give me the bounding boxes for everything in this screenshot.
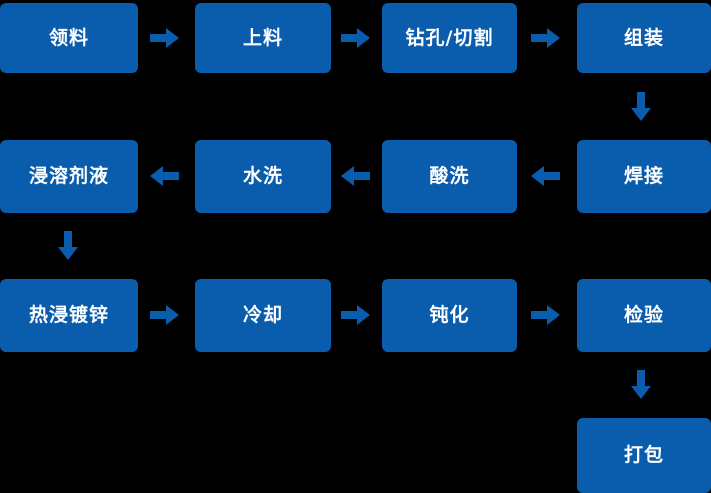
- flow-node-label: 冷却: [242, 304, 283, 326]
- flow-node-label: 酸洗: [429, 165, 470, 187]
- flow-node-lengque[interactable]: 冷却: [195, 279, 331, 352]
- flow-node-jinrongjiye[interactable]: 浸溶剂液: [0, 140, 138, 213]
- arrow-right-zuankong-to-zuzhuang: [531, 28, 560, 48]
- flow-node-shuixi[interactable]: 水洗: [195, 140, 331, 213]
- arrow-left-hanjie-to-suanxi: [531, 166, 560, 186]
- flow-node-hanjie[interactable]: 焊接: [577, 140, 711, 213]
- flow-node-rejin-duxin[interactable]: 热浸镀锌: [0, 279, 138, 352]
- flow-node-zuankong-qiege[interactable]: 钻孔/切割: [382, 3, 517, 73]
- flow-node-label: 检验: [623, 304, 664, 326]
- flow-node-suanxi[interactable]: 酸洗: [382, 140, 517, 213]
- flow-node-label: 打包: [623, 444, 664, 466]
- flow-node-zuzhuang[interactable]: 组装: [577, 3, 711, 73]
- flow-node-label: 组装: [623, 26, 664, 49]
- flow-node-label: 焊接: [623, 165, 664, 187]
- arrow-right-rejinduxin-to-lengque: [150, 305, 179, 325]
- flow-node-label: 领料: [48, 26, 89, 49]
- arrow-down-zuzhuang-to-hanjie: [631, 92, 651, 121]
- arrow-left-shuixi-to-jinrongjiye: [150, 166, 179, 186]
- arrow-right-dunhua-to-jianyan: [531, 305, 560, 325]
- flow-node-jianyan[interactable]: 检验: [577, 279, 711, 352]
- flow-node-label: 浸溶剂液: [28, 165, 109, 187]
- flow-node-label: 钻孔/切割: [405, 26, 494, 49]
- flow-node-shangliao[interactable]: 上料: [195, 3, 331, 73]
- arrow-down-jinrongjiye-to-rejindux: [58, 231, 78, 260]
- flow-node-label: 钝化: [429, 304, 470, 326]
- flow-node-dunhua[interactable]: 钝化: [382, 279, 517, 352]
- flow-node-dabao[interactable]: 打包: [577, 418, 711, 493]
- arrow-right-lingliao-to-shangliao: [150, 28, 179, 48]
- flow-node-label: 水洗: [242, 165, 283, 187]
- arrow-right-lengque-to-dunhua: [341, 305, 370, 325]
- arrow-left-suanxi-to-shuixi: [341, 166, 370, 186]
- flow-node-label: 热浸镀锌: [28, 304, 109, 326]
- flow-node-label: 上料: [242, 26, 283, 49]
- arrow-right-shangliao-to-zuankong: [341, 28, 370, 48]
- arrow-down-jianyan-to-dabao: [631, 370, 651, 399]
- flow-node-lingliao[interactable]: 领料: [0, 3, 138, 73]
